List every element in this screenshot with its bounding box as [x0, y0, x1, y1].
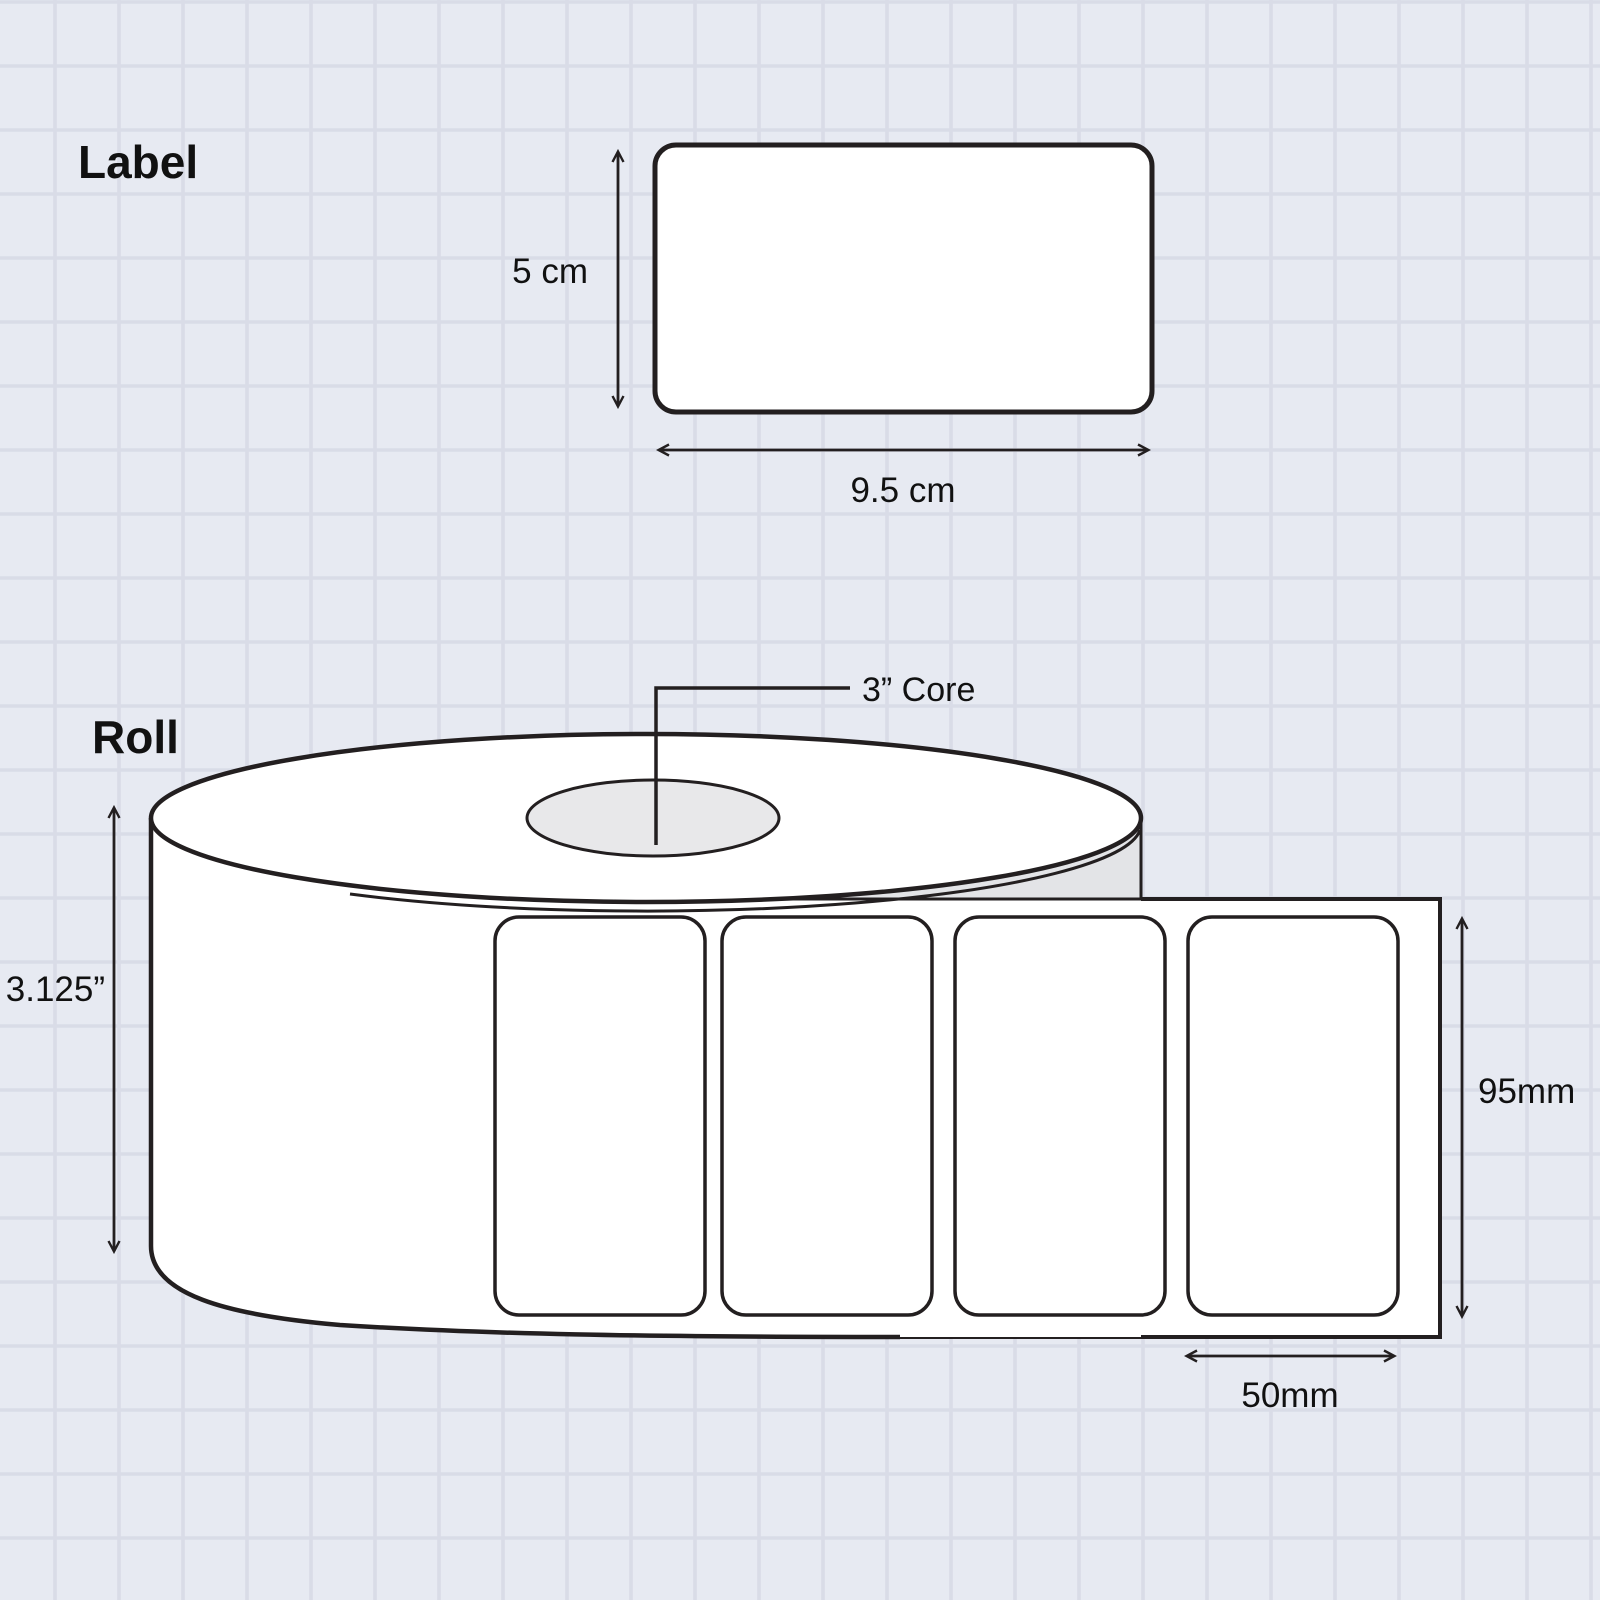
blank-label-3 [953, 915, 1167, 1317]
annotations: Label 5 cm 9.5 cm Roll 3” Core 3.125” 95… [6, 136, 1576, 1415]
strip-height-dim-text: 95mm [1478, 1072, 1575, 1111]
roll-body-outline [148, 818, 901, 1340]
blank-label-4 [1186, 915, 1400, 1317]
blank-label-2 [720, 915, 934, 1317]
roll-section-heading: Roll [92, 711, 179, 763]
label-width-dim-bottom-text: 50mm [1241, 1376, 1338, 1415]
label-section [618, 142, 1155, 450]
roll-section [114, 686, 1462, 1356]
label-width-dim-text: 9.5 cm [850, 471, 955, 510]
liner-edge-arc [349, 829, 1142, 913]
label-height-dim-text: 5 cm [512, 252, 588, 291]
label-outline [652, 142, 1155, 415]
roll-core [525, 778, 781, 858]
core-leader-line [654, 686, 850, 845]
roll-width-dim-text: 3.125” [6, 970, 105, 1009]
label-section-heading: Label [78, 136, 198, 188]
core-dim-text: 3” Core [862, 671, 975, 709]
blank-label-1 [493, 915, 707, 1317]
